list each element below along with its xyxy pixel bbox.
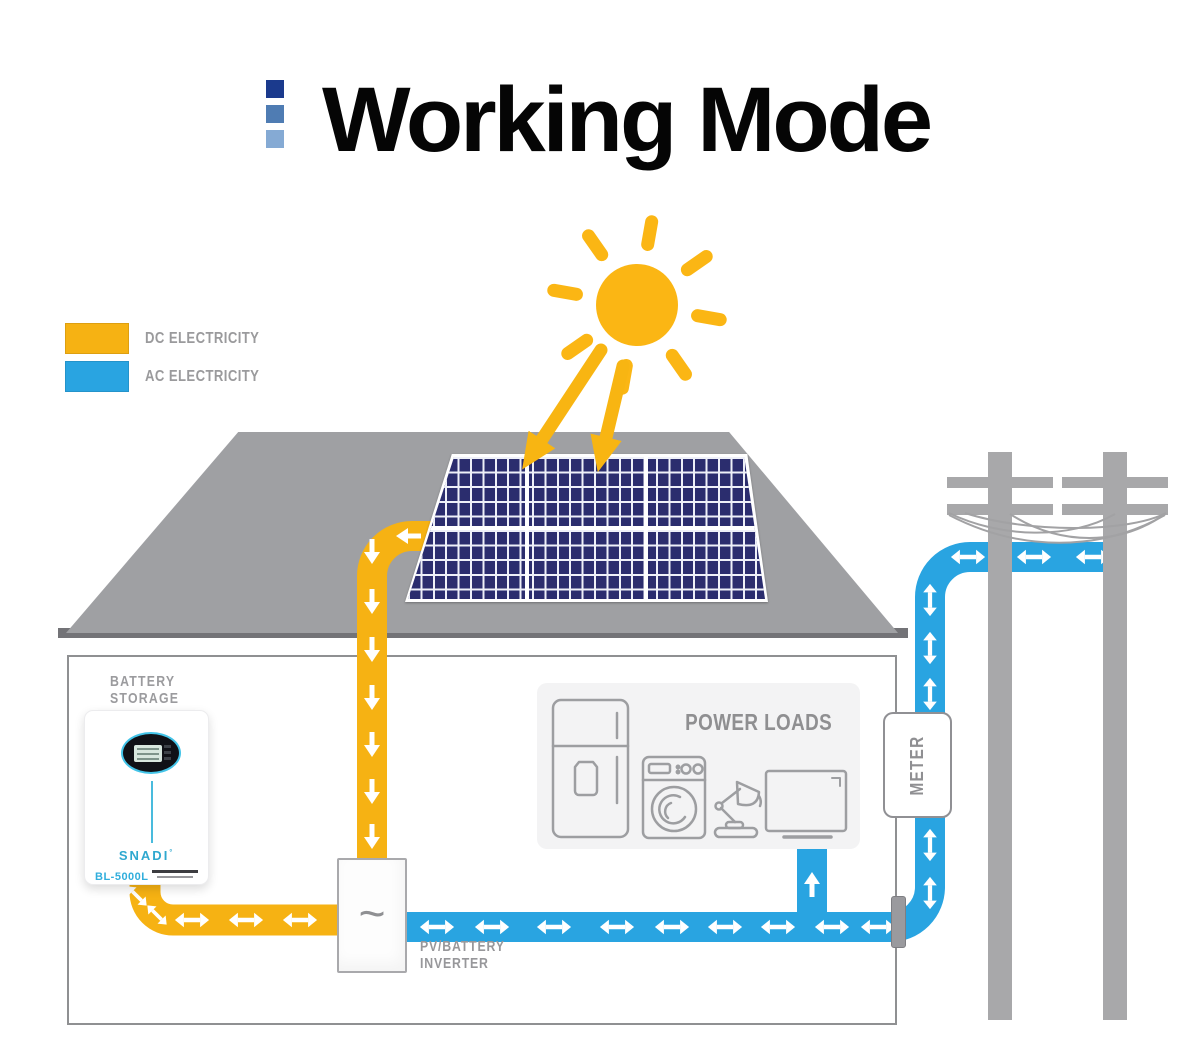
power-loads-title: POWER LOADS <box>684 709 833 735</box>
sun-disc <box>596 264 678 346</box>
battery-display-icon <box>121 732 181 774</box>
battery-model: BL-5000L <box>95 871 149 883</box>
refrigerator-icon <box>551 698 630 839</box>
accent-square-light <box>266 130 284 148</box>
wall-junction-connector <box>891 896 906 948</box>
battery-label-line1: BATTERY <box>110 673 176 690</box>
washing-machine-icon <box>641 755 707 840</box>
meter-box: METER <box>883 712 952 818</box>
inverter-label: PV/BATTERY INVERTER <box>420 938 523 972</box>
page-title: Working Mode <box>322 69 933 171</box>
ac-color-swatch <box>65 361 129 392</box>
battery-storage-label: BATTERY STORAGE <box>110 673 194 707</box>
battery-buttons <box>164 745 171 760</box>
power-lines <box>948 512 1167 544</box>
inverter-label-line2: INVERTER <box>420 955 489 972</box>
ac-symbol: ~ <box>358 886 386 939</box>
battery-unit: SNADI° BL-5000L <box>84 710 209 885</box>
battery-label-line2: STORAGE <box>110 690 180 707</box>
title-accent-squares-icon <box>266 80 284 148</box>
legend-item-ac: AC ELECTRICITY <box>65 361 284 392</box>
ac-legend-label: AC ELECTRICITY <box>145 367 260 385</box>
utility-poles-icon <box>947 452 1168 1020</box>
desk-lamp-icon <box>713 780 763 839</box>
battery-lcd-screen <box>134 745 162 762</box>
title-block: Working Mode <box>266 74 933 166</box>
dc-legend-label: DC ELECTRICITY <box>145 329 260 347</box>
solar-panel-array-icon <box>405 454 768 602</box>
inverter-label-line1: PV/BATTERY <box>420 938 505 955</box>
battery-spec-microtext <box>152 870 198 878</box>
legend-item-dc: DC ELECTRICITY <box>65 323 284 354</box>
battery-brand: SNADI° <box>118 848 175 863</box>
power-loads-panel: POWER LOADS <box>537 683 860 849</box>
sunlight-arrows <box>522 343 630 473</box>
accent-square-dark <box>266 80 284 98</box>
tv-icon <box>764 769 848 839</box>
accent-square-medium <box>266 105 284 123</box>
inverter-unit: ~ <box>337 858 407 973</box>
legend: DC ELECTRICITY AC ELECTRICITY <box>65 323 284 399</box>
roof-fascia <box>58 628 908 638</box>
battery-accent-line <box>151 781 153 843</box>
dc-color-swatch <box>65 323 129 354</box>
